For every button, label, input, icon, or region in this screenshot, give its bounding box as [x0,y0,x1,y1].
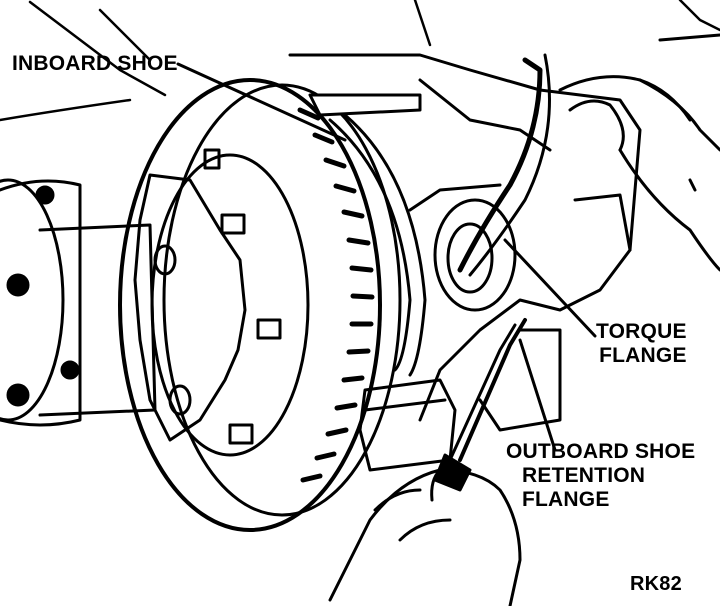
outboard-shoe-retention-flange-label: OUTBOARD SHOE RETENTION FLANGE [506,440,695,512]
outboard-label-line2: RETENTION [522,464,646,487]
hub-flange [133,148,282,445]
lower-hand [328,468,522,606]
leader-lines [176,62,597,452]
inboard-shoe [328,113,427,377]
caliper [288,53,642,432]
figure-code: RK82 [630,573,682,595]
inboard-shoe-label: INBOARD SHOE [12,52,178,75]
upper-hand [558,33,720,272]
torque-flange-label-line2: FLANGE [599,344,687,367]
background-frame [0,0,720,122]
torque-flange-label-line1: TORQUE [596,320,687,343]
torque-flange [457,53,551,277]
torque-flange-label: TORQUE FLANGE [596,320,687,368]
outboard-shoe [358,378,457,472]
axle-hub [0,178,157,427]
outboard-label-line1: OUTBOARD SHOE [506,440,696,463]
outboard-label-line3: FLANGE [522,488,610,511]
brake-rotor [118,78,402,532]
